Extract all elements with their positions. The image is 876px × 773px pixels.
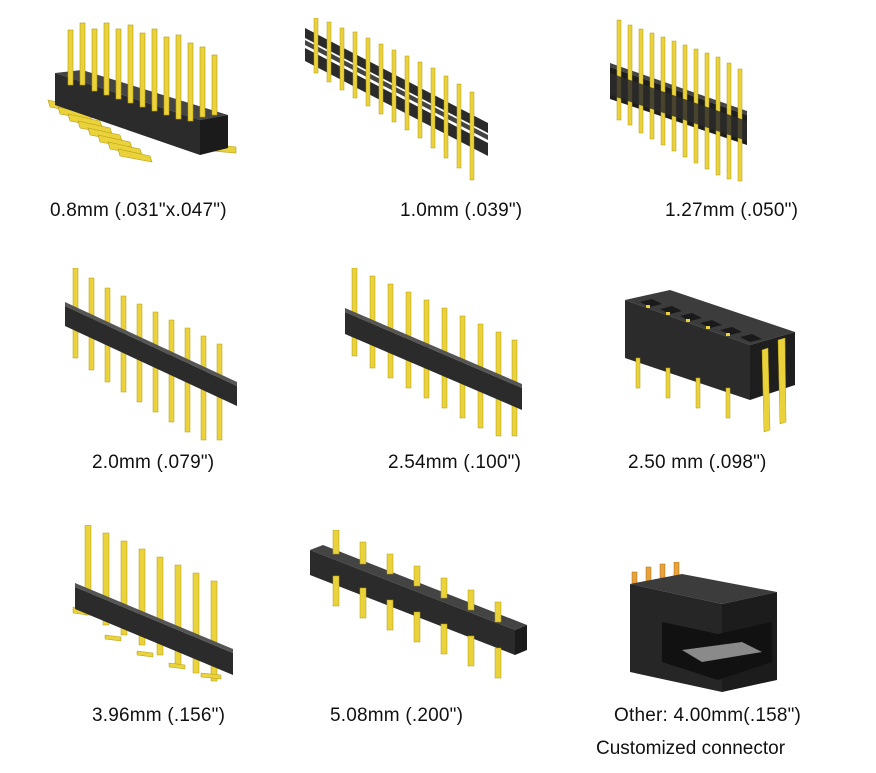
caption-1-0mm: 1.0mm (.039"): [400, 200, 523, 221]
caption-4-00mm: Other: 4.00mm(.158"): [614, 705, 802, 726]
pin-header-1-27mm-image: [605, 15, 755, 185]
wafer-connector-2-50mm-image: [610, 290, 800, 435]
caption-3-96mm: 3.96mm (.156"): [92, 705, 226, 726]
pin-header-2-54mm-image: [340, 268, 530, 438]
pin-header-0-8mm-image: [40, 15, 240, 175]
caption-2-50mm: 2.50 mm (.098"): [628, 452, 767, 473]
caption-1-27mm: 1.27mm (.050"): [665, 200, 799, 221]
custom-connector-4-00mm-image: [622, 562, 782, 697]
caption-2-54mm: 2.54mm (.100"): [388, 452, 522, 473]
caption-5-08mm: 5.08mm (.200"): [330, 705, 464, 726]
caption-2-0mm: 2.0mm (.079"): [92, 452, 215, 473]
customized-connector-caption: Customized connector: [596, 738, 786, 759]
pin-header-5-08mm-image: [305, 530, 535, 685]
pin-header-3-96mm-image: [65, 525, 240, 685]
pin-header-2-0mm-image: [65, 268, 245, 443]
pin-header-1-0mm-image: [300, 18, 500, 188]
caption-0-8mm: 0.8mm (.031"x.047"): [50, 200, 227, 221]
